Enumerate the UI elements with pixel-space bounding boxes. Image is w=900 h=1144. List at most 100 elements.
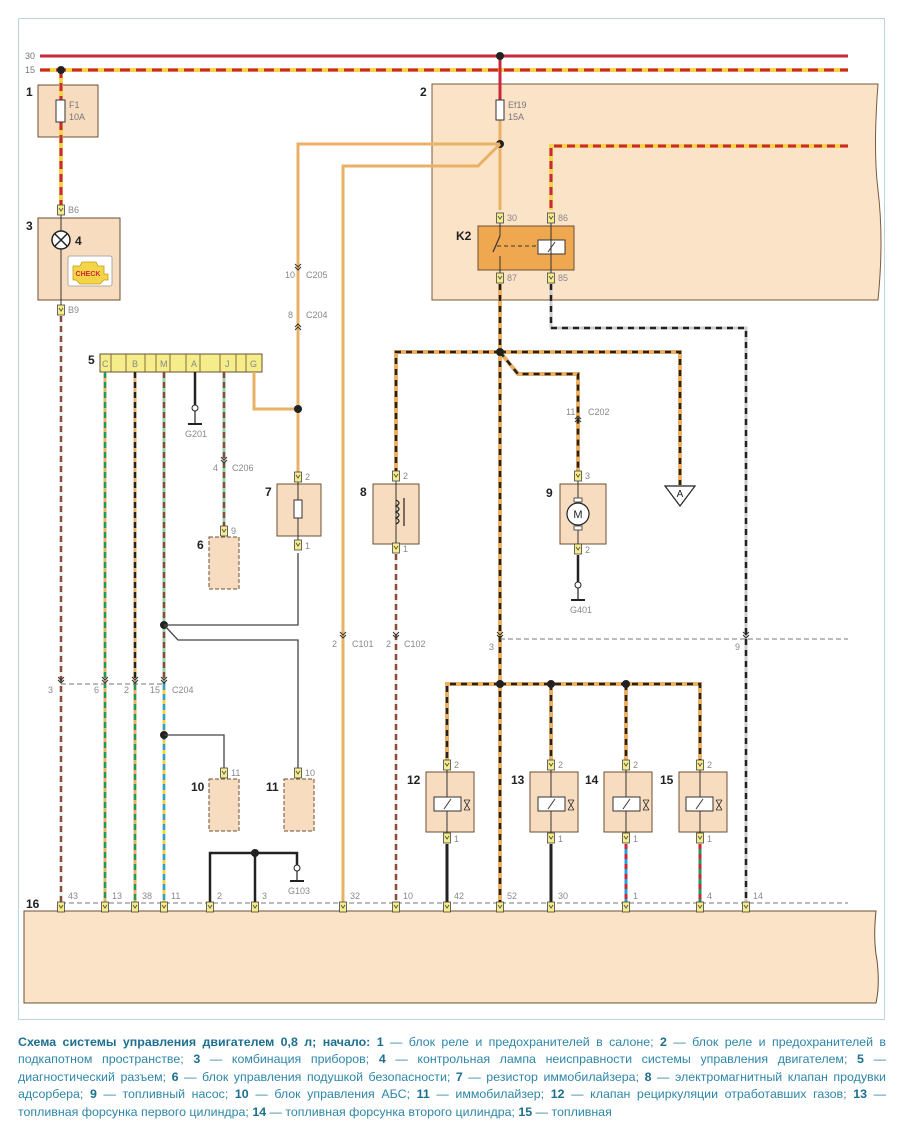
svg-text:8: 8 [360,485,367,499]
wire-injector-outputs [445,844,702,905]
wire-f1 [55,66,66,210]
ecu-pin-terminal [101,901,109,913]
caption-title: Схема системы управления двигателем 0,8 … [18,1035,371,1049]
svg-text:M: M [160,359,168,369]
svg-text:1: 1 [558,834,563,844]
svg-text:11: 11 [566,407,575,417]
svg-text:1: 1 [305,541,310,551]
svg-text:14: 14 [585,773,599,787]
svg-text:C202: C202 [588,407,610,417]
svg-text:85: 85 [558,273,568,283]
svg-text:3: 3 [48,685,53,695]
diagram-frame [18,18,885,1020]
caption-item-number: 1 [376,1035,384,1049]
ecu-pin-label: 3 [262,891,267,901]
svg-text:10: 10 [191,780,205,794]
caption-item-text: — топливная форсунка второго цилиндра; [266,1104,515,1119]
svg-text:G401: G401 [570,605,592,615]
caption-item-text: — топливная [532,1104,612,1119]
svg-text:1: 1 [26,85,33,99]
ecu-pin-terminal [251,901,259,913]
fuel-pump: 9 M [546,476,607,552]
caption-item-number: 15 [514,1104,533,1119]
ecu-pin-label: 32 [350,891,360,901]
caption-item-number: 13 [846,1087,867,1102]
svg-text:G103: G103 [288,886,310,896]
ecu-pin-label: 30 [558,891,568,901]
caption-item-text: — блок реле и предохранителей в салоне; [383,1035,654,1049]
svg-text:4: 4 [213,463,218,473]
svg-text:12: 12 [407,773,421,787]
diagnostic-connector: 5 C B M A J G [88,353,263,373]
svg-text:A: A [677,489,684,500]
svg-text:B: B [132,359,138,369]
svg-text:7: 7 [265,485,272,499]
svg-text:10A: 10A [69,112,85,122]
svg-text:1: 1 [454,834,459,844]
svg-text:G: G [250,359,257,369]
svg-text:10: 10 [305,768,315,778]
abs-control-unit: 10 [191,778,240,832]
svg-text:A: A [191,359,197,369]
ecu-pin-terminal [339,901,347,913]
motor-icon [566,502,590,526]
svg-text:86: 86 [558,213,568,223]
caption-item-text: — резистор иммобилайзера; [462,1069,640,1084]
caption-item-number: 6 [166,1069,179,1084]
ecu-pin-label: 1 [633,891,638,901]
svg-text:4: 4 [75,234,82,248]
svg-text:9: 9 [231,526,236,536]
svg-text:11: 11 [266,780,279,794]
valve-icon [463,799,471,811]
ecu-pin-terminal [742,901,750,913]
caption-item-text: — блок управления АБС; [248,1087,411,1102]
wire-diag-m [160,372,299,905]
svg-text:6: 6 [197,538,204,552]
caption-item-number: 14 [248,1104,267,1119]
ecu-pin-label: 14 [753,891,763,901]
injector-cylinder-1: 13 [511,765,579,840]
caption-item-text: — блок управления подушкой безопасности; [178,1069,451,1084]
svg-text:2: 2 [585,545,590,555]
caption-item-number: 11 [410,1087,430,1102]
ecu-pin-label: 13 [112,891,122,901]
svg-text:2: 2 [332,639,337,649]
svg-text:2: 2 [707,760,712,770]
svg-text:C206: C206 [232,463,254,473]
egr-valve: 12 [407,765,475,840]
ecu-pin-terminal [160,901,168,913]
svg-text:1: 1 [403,544,408,554]
bus-30: 30 [25,51,848,61]
ecu-pin-terminal [131,901,139,913]
svg-text:9: 9 [546,486,553,500]
main-relay-k2: K2 [456,218,575,278]
ecu-pin-label: 2 [217,891,222,901]
svg-text:11: 11 [231,768,240,778]
svg-text:15: 15 [150,685,160,695]
svg-text:10: 10 [285,270,295,280]
immobilizer: 11 [266,778,315,832]
caption-item-number: 10 [228,1087,249,1102]
svg-text:C101: C101 [352,639,374,649]
ecu-pin-terminal [496,901,504,913]
svg-text:B6: B6 [68,205,79,215]
svg-text:87: 87 [507,273,517,283]
svg-text:Ef19: Ef19 [508,100,527,110]
svg-text:2: 2 [633,760,638,770]
svg-text:F1: F1 [69,100,80,110]
svg-text:M: M [573,509,582,521]
svg-text:2: 2 [305,472,310,482]
ecu-pin-label: 42 [454,891,464,901]
ecu-pin-label: 43 [68,891,78,901]
ground-g103: G103 [208,849,310,905]
svg-text:1: 1 [707,834,712,844]
ecu-pin-terminal [696,901,704,913]
wire-diag-g [252,372,302,413]
bus-15: 15 [25,65,848,75]
figure-caption: Схема системы управления двигателем 0,8 … [18,1034,886,1121]
ecu-pin-terminal [57,901,65,913]
caption-item-text: — комбинация приборов; [200,1052,370,1067]
purge-solenoid-valve: 8 [360,476,420,552]
svg-text:15: 15 [25,65,35,75]
